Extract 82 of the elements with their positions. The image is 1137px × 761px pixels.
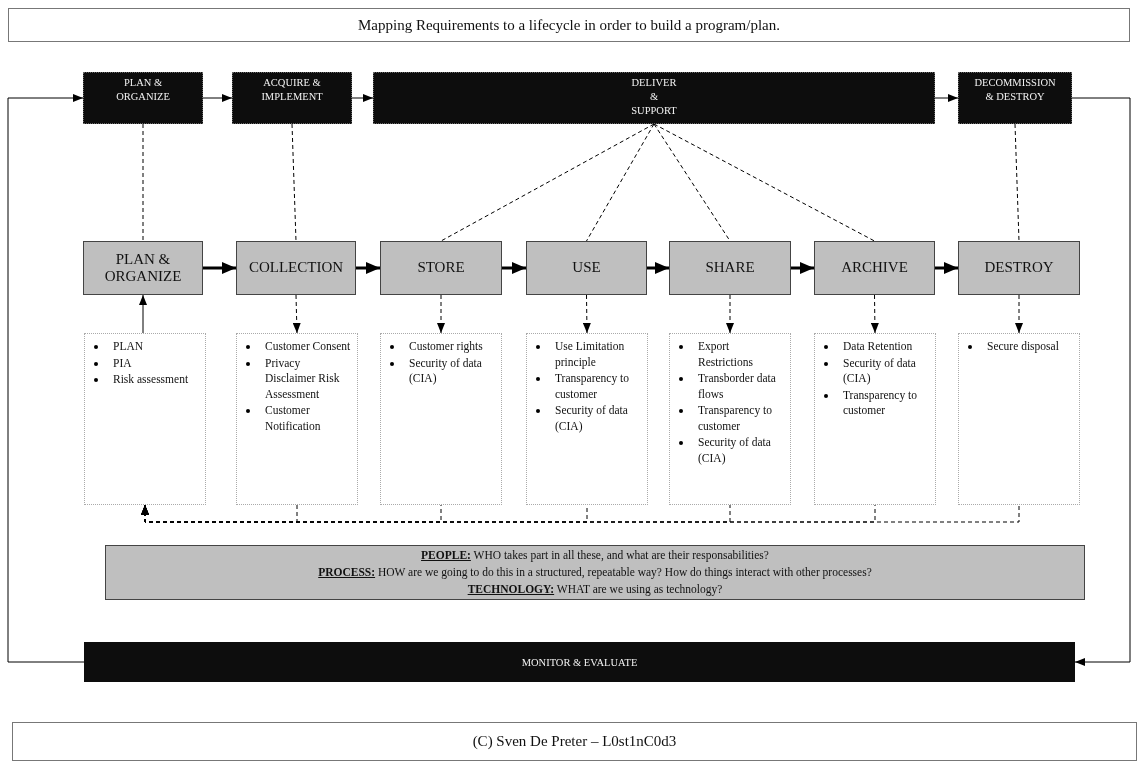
title-banner: Mapping Requirements to a lifecycle in order to build a program/plan. [8,8,1130,42]
requirements-list-box [958,333,1080,505]
stage-box [83,241,203,295]
requirements-list-box [669,333,791,505]
arrow [351,94,374,102]
list-item-text: Transparency to customer [843,387,918,419]
thick-arrow [356,262,380,274]
dashed-connector [586,123,655,242]
arrow [1071,97,1131,666]
people-process-technology-box [105,545,1085,600]
stage-label: COLLECTION [248,259,344,277]
dashed-connector [1014,123,1020,242]
list-item-text: Transparency to customer [698,403,773,434]
arrow [202,94,233,102]
dashed-connector [1015,294,1023,334]
stage-label: ARCHIVE [841,259,908,277]
phase-box [958,72,1072,124]
phase-label: DELIVER & SUPPORT [631,76,677,119]
dashed-connector [653,123,875,242]
phase-box [373,72,935,124]
list-item-text: Customer Consent [265,339,351,354]
stage-box [526,241,647,295]
thick-arrow [935,262,958,274]
requirements-list-box [236,333,358,505]
list-item-text: Data Retention [843,339,913,354]
stage-label: DESTROY [984,259,1054,277]
list-item-text: Export Restrictions [698,339,754,370]
stage-box [669,241,791,295]
arrow [934,94,959,102]
monitor-bar [84,642,1075,682]
phase-label: MONITOR & EVALUATE [521,656,638,668]
thick-arrow [647,262,669,274]
list-item-text: Security of data (CIA) [698,435,772,467]
arrow [7,94,85,663]
phase-box [232,72,352,124]
stage-box [814,241,935,295]
dashed-connector [437,294,445,334]
requirements-list-box [84,333,206,505]
list-item-text: Customer rights [409,339,483,355]
list-item-text: Customer Notification [265,403,322,434]
stage-label: PLAN & ORGANIZE [104,250,182,286]
list-item-text: Secure disposal [987,339,1059,355]
dashed-connector [870,294,879,334]
dashed-connector [291,123,297,242]
copyright-footer: (C) Sven De Preter – L0st1nC0d3 [12,722,1137,761]
list-item-text: Privacy Disclaimer Risk Assessment [265,355,341,402]
stage-label: STORE [417,259,465,277]
requirements-list-box [380,333,502,505]
stage-box [236,241,356,295]
requirements-list-box [814,333,936,505]
dashed-connector [726,294,734,334]
phase-label: PLAN & ORGANIZE [116,76,170,105]
list-item-text: PIA [113,355,132,371]
list-item-text: Risk assessment [113,372,189,388]
phase-label: DECOMMISSION & DESTROY [974,76,1056,105]
phase-label: ACQUIRE & IMPLEMENT [261,76,323,105]
ppt-statement: PROCESS: HOW are we going to do this in a structured, repeatable way? How do things interact with other processes? [318,565,872,581]
list-item-text: PLAN [113,339,144,354]
phase-box [83,72,203,124]
list-item-text: Transparency to customer [555,371,630,402]
list-item-text: Security of data (CIA) [555,403,629,435]
ppt-statement: PEOPLE: WHO takes part in all these, and what are their responsabilities? [421,548,769,564]
ppt-statement: TECHNOLOGY: WHAT are we using as technology? [467,581,723,598]
stage-label: USE [572,259,601,277]
list-item-text: Transborder data flows [698,371,777,402]
dashed-connector [653,123,731,242]
dashed-connector [582,294,591,334]
dashed-connector [142,123,144,242]
thick-arrow [203,262,236,274]
dashed-connector [292,294,301,334]
stage-box [380,241,502,295]
dashed-connector [440,123,655,242]
stage-label: SHARE [705,259,755,277]
list-item-text: Security of data (CIA) [843,355,917,387]
thick-arrow [791,262,814,274]
list-item-text: Use Limitation principle [555,339,626,371]
stage-box [958,241,1080,295]
requirements-list-box [526,333,648,505]
dashed-connector [141,504,1020,523]
arrow [139,294,147,334]
list-item-text: Security of data (CIA) [409,355,483,387]
thick-arrow [502,262,526,274]
